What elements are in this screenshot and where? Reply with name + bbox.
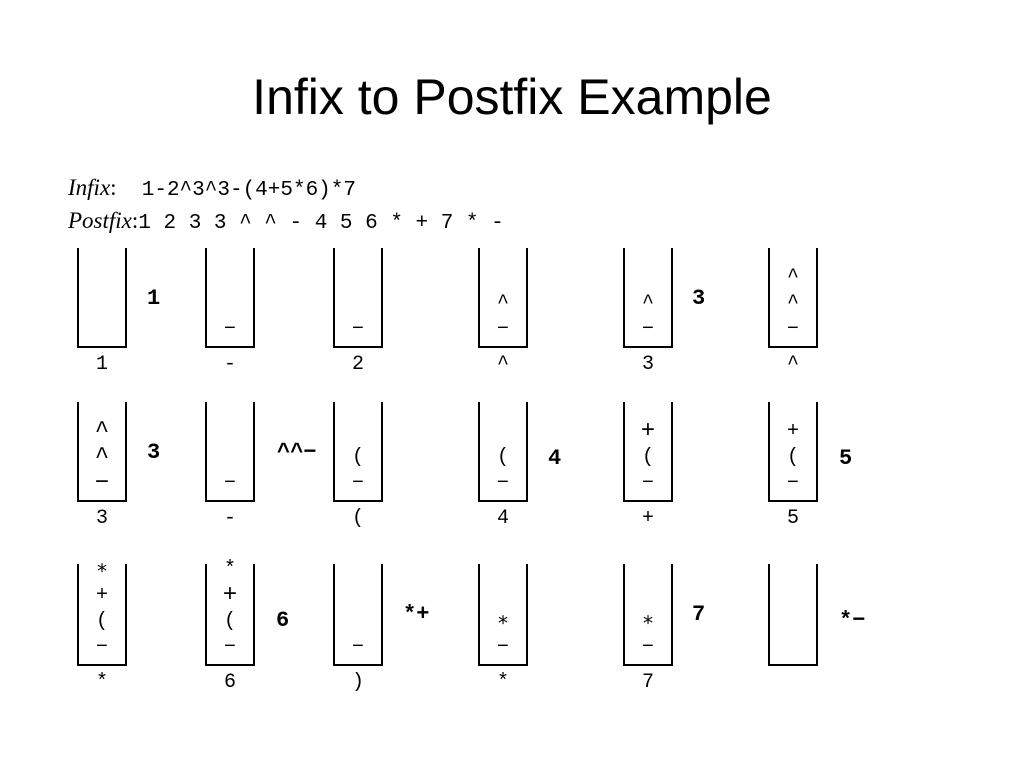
operator-stack: − — [205, 402, 255, 502]
operator-stack: − ( + ∗ — [77, 558, 127, 666]
postfix-label: Postfix — [68, 208, 132, 233]
operator-stack: −∗ — [623, 564, 673, 666]
postfix-output: *− — [839, 608, 866, 633]
stack-symbol: − — [786, 472, 799, 495]
postfix-line: Postfix:1 2 3 3 ^ ^ - 4 5 6 * + 7 * - — [68, 206, 504, 239]
stack-symbol: + — [222, 582, 238, 609]
operator-stack — [77, 248, 127, 348]
stack-symbol: − — [351, 472, 364, 495]
operator-stack: − — [333, 248, 383, 348]
operator-stack: − ( + — [768, 402, 818, 502]
stack-symbol: ( — [351, 446, 364, 469]
current-token: * — [95, 671, 108, 694]
stack-symbol: − — [95, 636, 108, 659]
stack-symbol: + — [640, 418, 656, 445]
stack-symbol: − — [223, 636, 236, 659]
stack-symbol: ( — [95, 610, 108, 633]
stack-symbol: ( — [496, 446, 509, 469]
postfix-output: *+ — [403, 602, 430, 627]
postfix-output: 5 — [839, 446, 853, 471]
current-token: ^ — [496, 353, 509, 376]
stack-symbol: − — [496, 318, 509, 341]
operator-stack: −∗ — [478, 564, 528, 666]
current-token: - — [223, 507, 236, 530]
stack-symbol: ^ — [786, 292, 799, 315]
stack-symbol: + — [95, 584, 108, 607]
operator-stack: −^ — [623, 248, 673, 348]
current-token: ( — [351, 507, 364, 530]
postfix-output: 3 — [692, 286, 706, 311]
stack-symbol: ∗ — [641, 610, 655, 633]
postfix-output: 6 — [276, 608, 290, 633]
stack-symbol: − — [641, 472, 654, 495]
infix-colon: : — [110, 175, 117, 200]
stack-symbol: − — [223, 472, 236, 495]
stack-symbol: ^ — [641, 292, 654, 315]
operator-stack: − (+ — [623, 402, 673, 502]
stack-symbol: − — [223, 318, 236, 341]
current-token: 4 — [496, 507, 509, 530]
stack-symbol: ( — [786, 446, 799, 469]
stack-symbol: * — [223, 558, 236, 581]
current-token: 1 — [95, 353, 108, 376]
operator-stack: − — [333, 564, 383, 666]
stack-symbol: ^ — [94, 444, 110, 471]
postfix-output: 1 — [147, 286, 161, 311]
operator-stack: − — [205, 248, 255, 348]
current-token: + — [641, 507, 654, 530]
stack-symbol: ∗ — [95, 558, 109, 581]
postfix-output: 7 — [692, 602, 706, 627]
current-token: 3 — [641, 353, 654, 376]
stack-symbol: − — [786, 318, 799, 341]
stack-symbol: − — [351, 636, 364, 659]
postfix-output: 3 — [147, 440, 161, 465]
postfix-output: ^^− — [277, 440, 317, 465]
operator-stack: −( — [478, 402, 528, 502]
current-token: 2 — [351, 353, 364, 376]
stack-symbol: ^ — [786, 266, 799, 289]
current-token: 5 — [786, 507, 799, 530]
slide-title: Infix to Postfix Example — [252, 69, 772, 125]
current-token: 6 — [223, 671, 236, 694]
stack-symbol: ( — [223, 610, 236, 633]
stack-symbol: ( — [641, 446, 654, 469]
stack-symbol: − — [641, 636, 654, 659]
postfix-expression: 1 2 3 3 ^ ^ - 4 5 6 * + 7 * - — [138, 212, 504, 235]
infix-line: Infix: 1-2^3^3-(4+5*6)*7 — [68, 173, 356, 206]
operator-stack — [768, 564, 818, 666]
stack-symbol: ∗ — [496, 610, 510, 633]
current-token: - — [223, 353, 236, 376]
operator-stack: − ^ ^ — [768, 248, 818, 348]
operator-stack: −^^ — [77, 402, 127, 502]
infix-expression: 1-2^3^3-(4+5*6)*7 — [116, 179, 356, 202]
operator-stack: −( — [333, 402, 383, 502]
stack-symbol: − — [94, 470, 110, 497]
operator-stack: −^ — [478, 248, 528, 348]
stack-symbol: − — [641, 318, 654, 341]
stack-symbol: − — [496, 472, 509, 495]
stack-symbol: ^ — [496, 292, 509, 315]
stack-symbol: − — [351, 318, 364, 341]
current-token: ^ — [786, 353, 799, 376]
current-token: 7 — [641, 671, 654, 694]
infix-label: Infix — [68, 175, 111, 200]
operator-stack: − (+* — [205, 558, 255, 666]
current-token: * — [496, 671, 509, 694]
stack-symbol: ^ — [94, 418, 110, 445]
current-token: ) — [351, 671, 364, 694]
postfix-output: 4 — [548, 446, 562, 471]
postfix-colon: : — [131, 208, 139, 233]
stack-symbol: + — [786, 420, 799, 443]
stack-symbol: − — [496, 636, 509, 659]
current-token: 3 — [95, 507, 108, 530]
